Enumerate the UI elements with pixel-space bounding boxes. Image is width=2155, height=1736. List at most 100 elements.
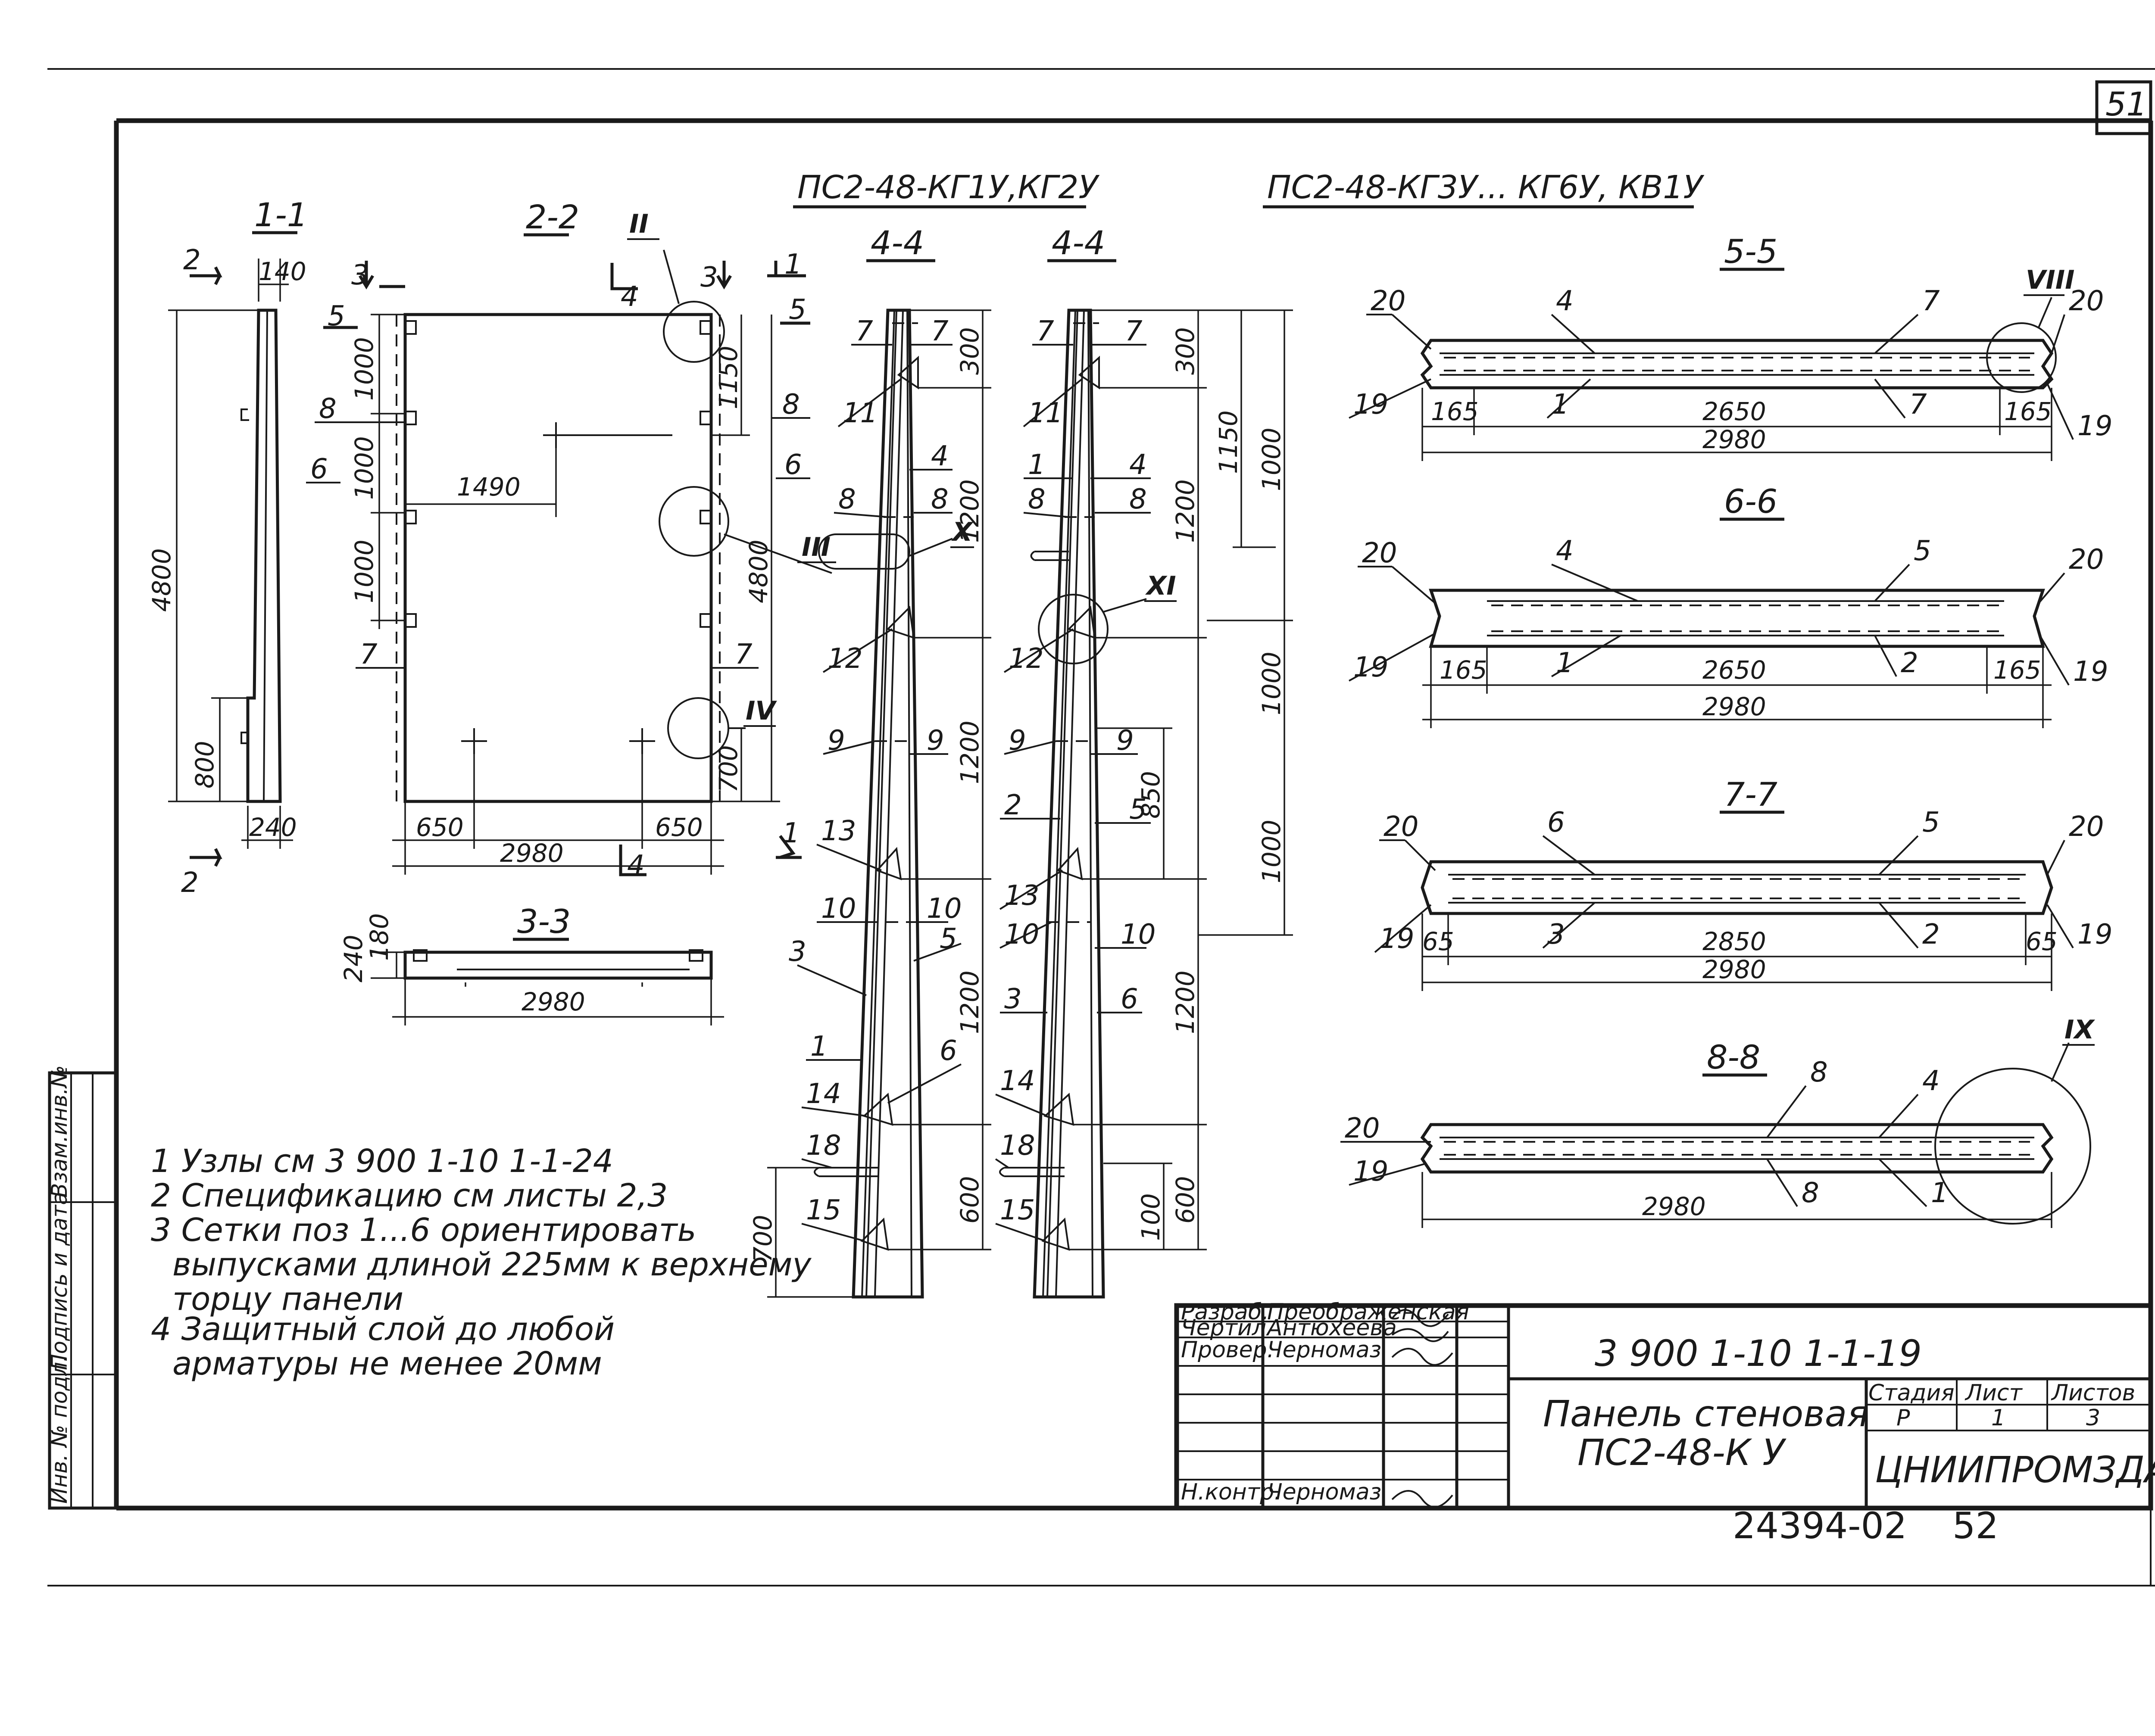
signature-1 [1391, 1309, 1449, 1327]
tb-title-line2: ПС2-48-К У [1577, 1431, 1786, 1474]
dim-4800-b: 4800 [744, 539, 773, 603]
tb-sheets-label: Листов [2051, 1380, 2135, 1406]
dim-800: 800 [190, 741, 219, 789]
pos-c7b: 7 [1909, 389, 1927, 421]
pos-c7: 7 [1922, 285, 1940, 317]
dim-2850: 2850 [1702, 927, 1766, 956]
tb-sheets-value: 3 [2086, 1405, 2100, 1431]
pos-a6: 6 [940, 1035, 957, 1067]
signature-2 [1391, 1328, 1449, 1342]
pos-b6: 6 [1121, 983, 1138, 1015]
pos-8-right: 8 [782, 389, 800, 421]
pos-b7: 7 [1037, 315, 1054, 347]
tb-name-norm-control: Черномаз [1267, 1479, 1381, 1505]
pos-b15: 15 [1000, 1194, 1035, 1226]
sheet-number: 51 [2105, 85, 2147, 123]
node-XI-label: XI [1145, 571, 1176, 601]
pos-e4: 4 [1556, 535, 1574, 567]
pos-a4: 4 [931, 440, 949, 472]
dim-2980-c: 2980 [1702, 425, 1766, 454]
marker-2-top: 2 [183, 244, 201, 276]
pos-c1: 1 [1552, 389, 1569, 421]
pos-b1: 1 [1028, 449, 1046, 481]
dim-1150: 1150 [714, 346, 743, 409]
header-left: ПС2-48-КГ1У,КГ2У [797, 169, 1100, 206]
pos-a1: 1 [810, 1031, 828, 1063]
dim-2980-e: 2980 [1702, 955, 1766, 984]
pos-6-right: 6 [784, 449, 802, 481]
note-2: 2 Спецификацию см листы 2,3 [151, 1177, 668, 1214]
pos-a7: 7 [856, 315, 873, 347]
pos-f19b: 19 [2077, 919, 2112, 951]
dim-700-b: 700 [748, 1215, 778, 1262]
dim-2980-f: 2980 [1642, 1192, 1706, 1221]
pos-a9b: 9 [927, 725, 944, 757]
pos-f19: 19 [1379, 923, 1414, 955]
node-X-label: X [951, 517, 974, 547]
dim-165-c: 165 [1440, 655, 1487, 685]
pos-f20: 20 [1384, 811, 1418, 843]
pos-e20b: 20 [2069, 544, 2104, 576]
dim-165-d: 165 [1993, 655, 2041, 685]
pos-a10: 10 [821, 893, 856, 925]
dim-165-b: 165 [2004, 397, 2052, 426]
dim-1000-b: 1000 [350, 436, 379, 500]
dim-1200-a: 1200 [955, 479, 984, 543]
note-4: 4 Защитный слой до любой [151, 1311, 615, 1348]
dim-1150-b: 1150 [1214, 410, 1243, 474]
pos-e19b: 19 [2073, 656, 2108, 688]
tb-role-developed: Разраб. [1181, 1299, 1269, 1325]
tb-sheet-label: Лист [1964, 1380, 2023, 1406]
pos-b8b: 8 [1129, 483, 1147, 515]
tb-name-checker: Черномаз [1267, 1337, 1381, 1363]
section-title-2-2: 2-2 [526, 198, 579, 236]
pos-e2: 2 [1901, 647, 1918, 679]
dim-1000-a: 1000 [350, 337, 379, 401]
signature-4 [1391, 1490, 1453, 1508]
pos-a7b: 7 [931, 315, 949, 347]
node-IX-label: IX [2064, 1015, 2095, 1045]
node-VIII-label: VIII [2026, 265, 2074, 295]
dim-4800-a: 4800 [147, 548, 176, 612]
pos-8-left: 8 [319, 393, 337, 425]
marker-2-bottom: 2 [181, 867, 199, 899]
tb-name-drafter: Антюхеева [1266, 1315, 1397, 1341]
pos-a3: 3 [789, 936, 806, 968]
note-3-cont-a: выпусками длиной 225мм к верхнему [172, 1246, 812, 1283]
dim-180: 180 [365, 913, 394, 961]
dim-2650-a: 2650 [1702, 397, 1766, 426]
pos-g8: 8 [1810, 1057, 1828, 1088]
view-4-4-b: 4-4 XI 7 7 11 1 [995, 224, 1293, 1299]
view-4-4-a: 4-4 X 7 7 11 4 8 [748, 224, 991, 1299]
pos-f6: 6 [1547, 807, 1565, 838]
pos-c20b: 20 [2069, 285, 2104, 317]
pos-a8b: 8 [931, 483, 949, 515]
dim-300-a: 300 [955, 327, 984, 375]
pos-e1: 1 [1556, 647, 1574, 679]
dim-1200-c: 1200 [955, 970, 984, 1034]
pos-g20: 20 [1345, 1113, 1380, 1144]
tb-stage-label: Стадия [1868, 1380, 1955, 1406]
dim-650-a: 650 [416, 813, 464, 842]
pos-b8: 8 [1028, 483, 1046, 515]
dim-1000-e: 1000 [1257, 651, 1286, 715]
stamp-inv-no: Инв. № подл. [47, 1355, 72, 1504]
dim-240-b: 240 [339, 935, 368, 982]
dim-700: 700 [714, 745, 743, 793]
pos-b2: 2 [1004, 789, 1022, 821]
view-5-5: 5-5 VIII 20 4 7 20 19 1 7 19 165 2650 16… [1349, 232, 2112, 461]
pos-c19b: 19 [2077, 410, 2112, 442]
pos-b18: 18 [1000, 1130, 1035, 1162]
section-title-4-4-a: 4-4 [871, 224, 924, 262]
note-4-cont: арматуры не менее 20мм [172, 1345, 602, 1382]
pos-a10b: 10 [927, 893, 962, 925]
dim-2980-a: 2980 [500, 838, 564, 868]
note-3: 3 Сетки поз 1...6 ориентировать [151, 1212, 696, 1249]
section-title-3-3: 3-3 [517, 902, 571, 941]
tb-role-checked: Провер. [1181, 1337, 1274, 1363]
dim-1000-d: 1000 [1257, 427, 1286, 491]
marker-4-top: 4 [621, 281, 638, 313]
dim-65-b: 65 [2026, 927, 2058, 956]
pos-b5: 5 [1129, 794, 1147, 826]
